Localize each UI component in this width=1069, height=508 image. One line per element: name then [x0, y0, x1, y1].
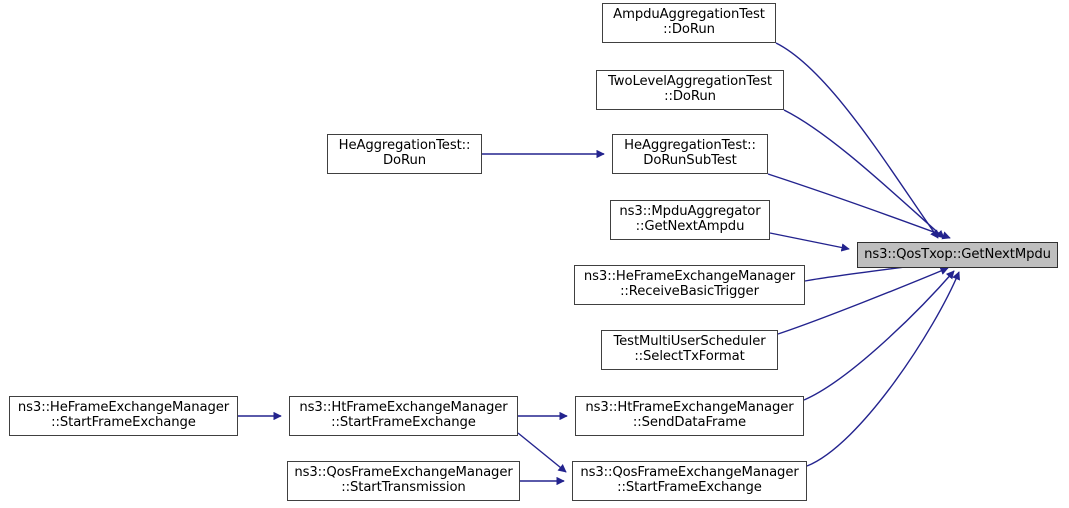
graph-node-he_dorun[interactable]: HeAggregationTest:: DoRun — [327, 134, 482, 174]
graph-node-label: ns3::MpduAggregator ::GetNextAmpdu — [619, 204, 761, 234]
graph-node-ampdu_dorun[interactable]: AmpduAggregationTest ::DoRun — [602, 3, 776, 43]
graph-edge-qos_fem_start_frame_exchange-to-qos_txop_getnextmpdu — [806, 271, 960, 467]
graph-node-label: TestMultiUserScheduler ::SelectTxFormat — [613, 334, 766, 364]
graph-node-he_fem_start_frame_exchange[interactable]: ns3::HeFrameExchangeManager ::StartFrame… — [9, 396, 238, 436]
graph-node-qos_fem_start_transmission[interactable]: ns3::QosFrameExchangeManager ::StartTran… — [287, 461, 520, 501]
graph-node-twolevel_dorun[interactable]: TwoLevelAggregationTest ::DoRun — [596, 70, 784, 110]
graph-edge-mpdu_aggregator-to-qos_txop_getnextmpdu — [769, 232, 850, 252]
graph-node-label: ns3::QosFrameExchangeManager ::StartTran… — [294, 465, 513, 495]
graph-node-label: TwoLevelAggregationTest ::DoRun — [608, 74, 772, 104]
graph-node-he_dorunsubtest[interactable]: HeAggregationTest:: DoRunSubTest — [612, 134, 768, 174]
graph-node-label: ns3::HeFrameExchangeManager ::StartFrame… — [17, 400, 230, 430]
graph-edge-twolevel_dorun-to-qos_txop_getnextmpdu — [783, 109, 945, 239]
graph-node-test_mu_scheduler[interactable]: TestMultiUserScheduler ::SelectTxFormat — [601, 330, 778, 370]
graph-node-label: ns3::QosFrameExchangeManager ::StartFram… — [580, 465, 799, 495]
graph-node-qos_fem_start_frame_exchange[interactable]: ns3::QosFrameExchangeManager ::StartFram… — [572, 461, 807, 501]
graph-node-label: ns3::HtFrameExchangeManager ::SendDataFr… — [585, 400, 794, 430]
graph-node-label: HeAggregationTest:: DoRun — [338, 138, 471, 168]
graph-edge-he_dorunsubtest-to-qos_txop_getnextmpdu — [767, 173, 951, 240]
graph-node-label: AmpduAggregationTest ::DoRun — [613, 7, 765, 37]
graph-edge-ht_fem_send_data_frame-to-qos_txop_getnextmpdu — [803, 270, 955, 401]
graph-node-he_fem_recv_trigger[interactable]: ns3::HeFrameExchangeManager ::ReceiveBas… — [574, 265, 805, 305]
graph-node-qos_txop_getnextmpdu[interactable]: ns3::QosTxop::GetNextMpdu — [857, 242, 1058, 268]
graph-node-ht_fem_send_data_frame[interactable]: ns3::HtFrameExchangeManager ::SendDataFr… — [575, 396, 804, 436]
graph-node-mpdu_aggregator[interactable]: ns3::MpduAggregator ::GetNextAmpdu — [610, 200, 770, 240]
graph-edge-ht_fem_start_frame_exchange-to-qos_fem_start_frame_exchange — [517, 432, 567, 473]
graph-edge-ampdu_dorun-to-qos_txop_getnextmpdu — [775, 42, 939, 239]
graph-node-label: ns3::HtFrameExchangeManager ::StartFrame… — [299, 400, 508, 430]
graph-node-label: ns3::QosTxop::GetNextMpdu — [864, 246, 1051, 262]
graph-node-label: ns3::HeFrameExchangeManager ::ReceiveBas… — [583, 269, 796, 299]
graph-node-label: HeAggregationTest:: DoRunSubTest — [624, 138, 756, 168]
graph-node-ht_fem_start_frame_exchange[interactable]: ns3::HtFrameExchangeManager ::StartFrame… — [289, 396, 518, 436]
